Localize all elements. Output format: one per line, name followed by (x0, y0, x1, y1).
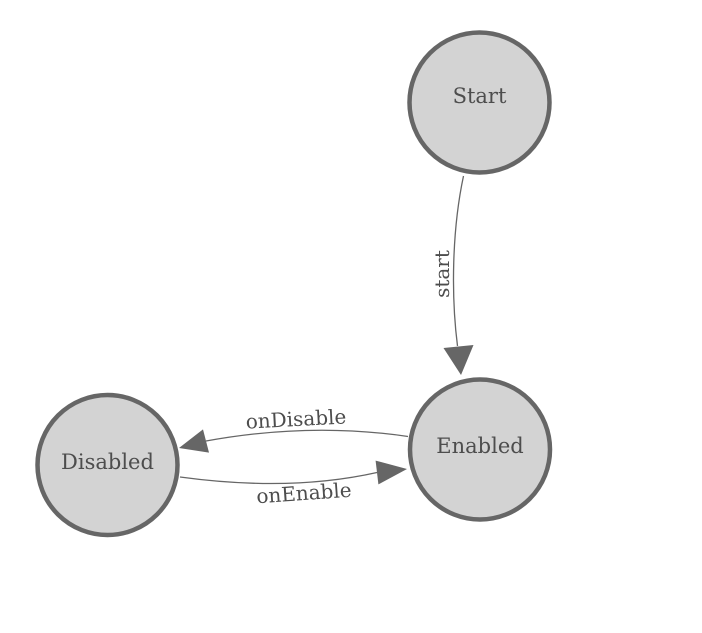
node-enabled: Enabled (407, 377, 553, 522)
node-circle-enabled (407, 377, 553, 522)
edge-disabled-to-enabled: onEnable (179, 460, 407, 509)
node-label-enabled: Enabled (436, 434, 523, 458)
edge-start-to-enabled: start (430, 175, 474, 375)
node-circle-start (407, 30, 552, 175)
edge-enabled-to-disabled: onDisable (179, 404, 409, 453)
arrowhead-right-icon (375, 460, 407, 485)
edge-label-start: start (430, 250, 454, 298)
node-label-start: Start (453, 84, 507, 108)
edge-line-start-to-enabled (452, 175, 465, 347)
node-label-disabled: Disabled (61, 450, 154, 474)
arrowhead-down-icon (443, 345, 474, 375)
node-circle-disabled (35, 392, 180, 538)
edge-label-onenable: onEnable (256, 478, 353, 509)
node-start: Start (407, 30, 552, 175)
edge-line-disabled-to-enabled (179, 471, 378, 485)
edge-label-ondisable: onDisable (245, 404, 347, 433)
arrowhead-left-icon (179, 429, 209, 453)
node-disabled: Disabled (35, 392, 180, 538)
edge-line-enabled-to-disabled (205, 429, 409, 442)
